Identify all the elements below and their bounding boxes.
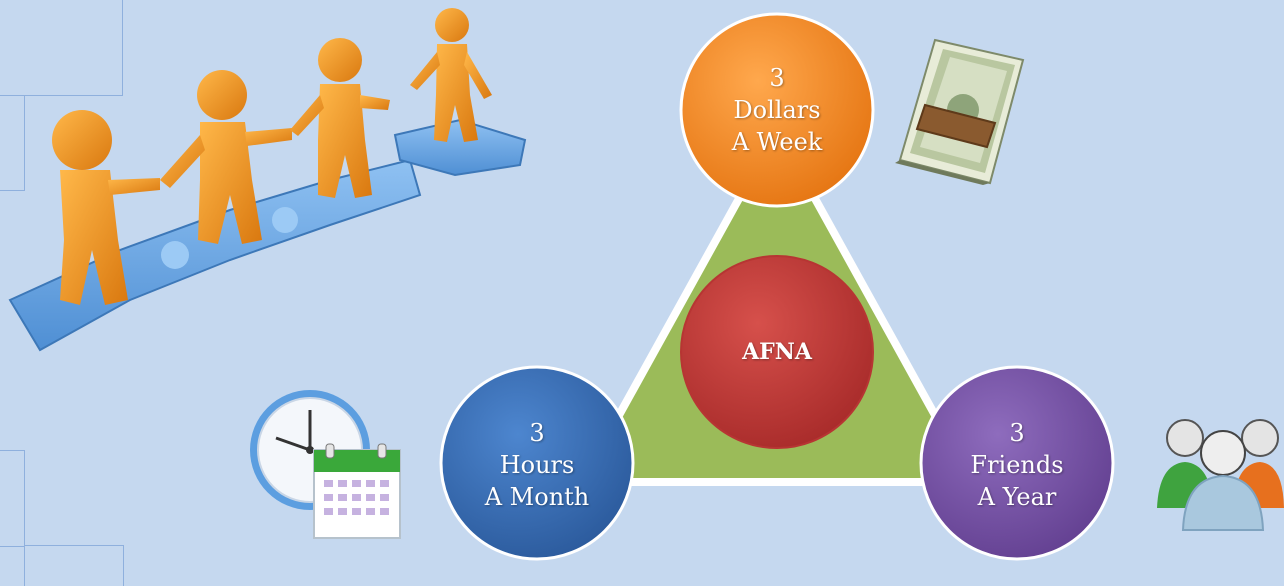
node-left-line-2: Hours: [499, 451, 575, 479]
node-left-line-3: A Month: [484, 483, 590, 511]
clock-calendar-icon: [250, 390, 401, 539]
node-circle-right: [919, 365, 1115, 561]
people-group-icon: [1157, 419, 1284, 531]
node-top-label: 3 Dollars A Week: [682, 62, 872, 158]
teamwork-puzzle-figures-icon: [8, 8, 527, 352]
node-top-line-2: Dollars: [733, 96, 821, 124]
node-left-line-1: 3: [529, 419, 545, 447]
grid-line: [0, 95, 25, 191]
afna-triangle-diagram: [439, 12, 1115, 561]
center-label-text: AFNA: [742, 339, 812, 365]
node-left-label: 3 Hours A Month: [442, 417, 632, 513]
node-circle-top: [679, 12, 875, 208]
grid-line: [0, 450, 25, 547]
node-right-line-1: 3: [1009, 419, 1025, 447]
node-circle-left: [439, 365, 635, 561]
money-stack-icon: [895, 38, 1025, 185]
node-top-line-3: A Week: [731, 128, 823, 156]
node-right-line-3: A Year: [977, 483, 1057, 511]
grid-line: [0, 0, 123, 96]
node-right-label: 3 Friends A Year: [922, 417, 1112, 513]
center-label: AFNA: [682, 336, 872, 368]
node-top-line-1: 3: [769, 64, 785, 92]
center-circle: [680, 255, 874, 449]
node-right-line-2: Friends: [970, 451, 1064, 479]
